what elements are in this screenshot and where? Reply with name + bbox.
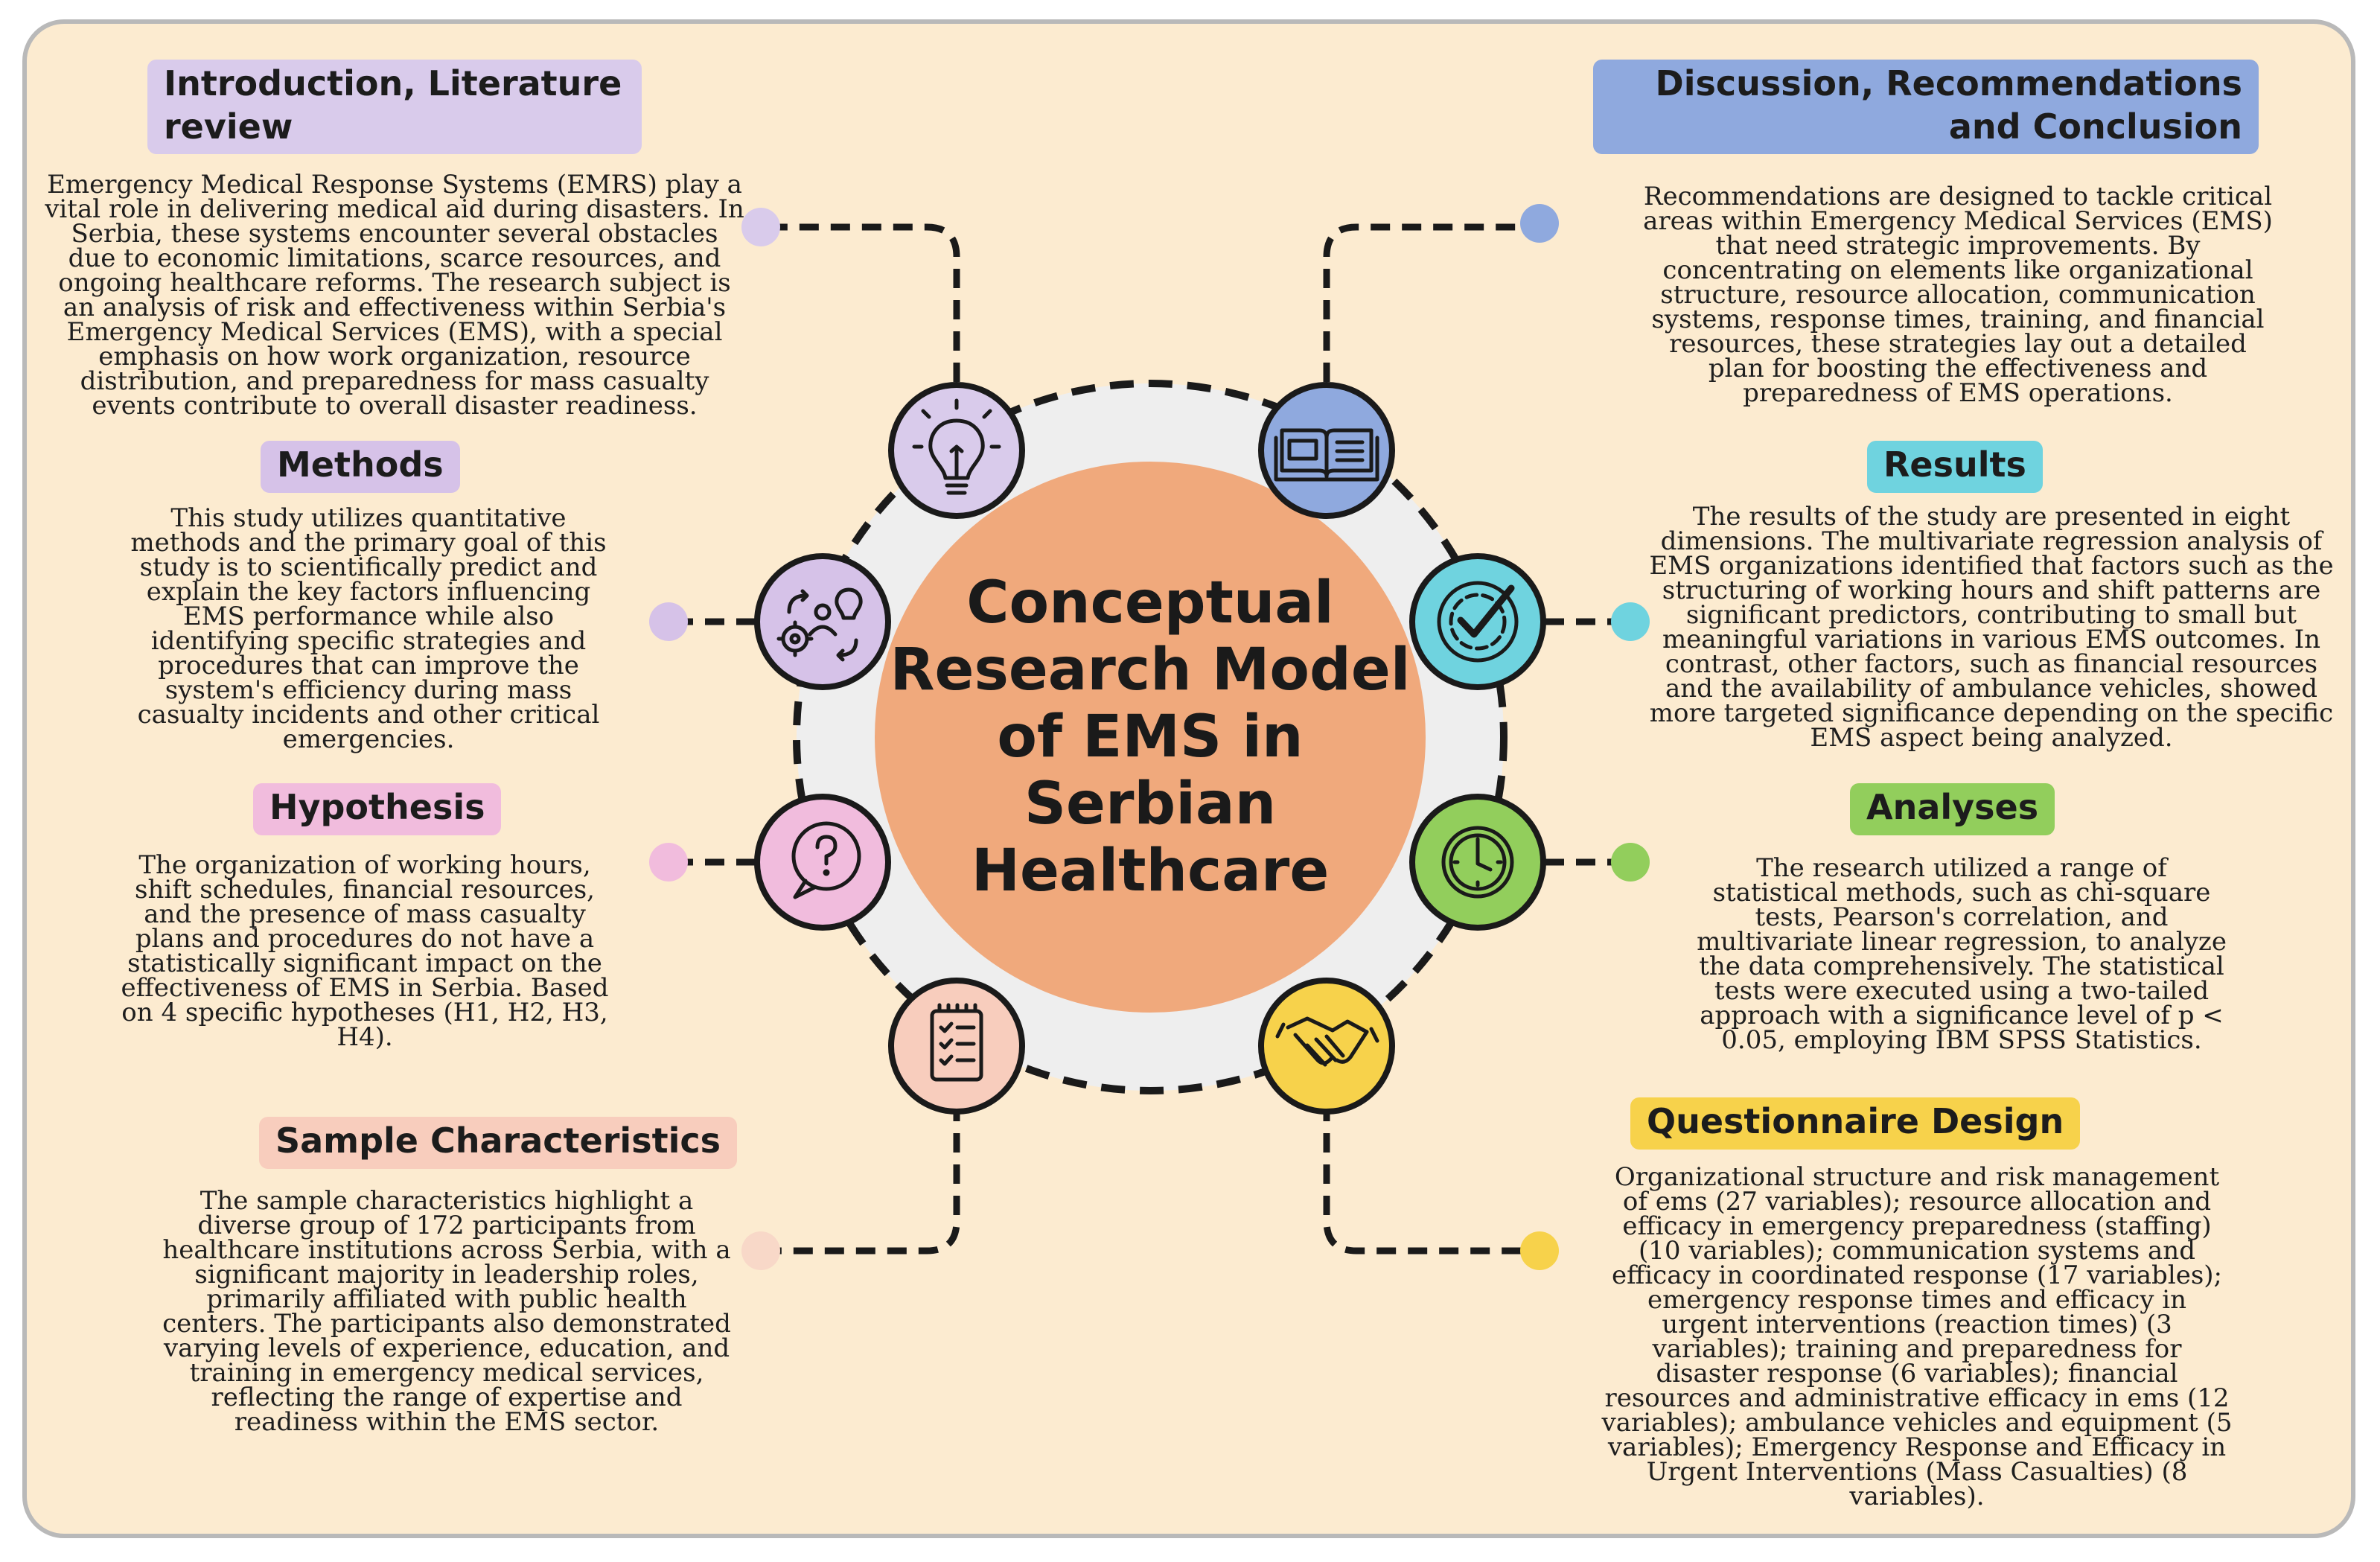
section-title-methods: Methods <box>261 441 460 493</box>
dot-introduction <box>741 208 780 246</box>
dot-results <box>1611 602 1650 641</box>
section-title-discussion: Discussion, Recommendations and Conclusi… <box>1593 60 2259 154</box>
center-title: Conceptual Research Model of EMS in Serb… <box>890 570 1411 905</box>
target-checkmark-icon <box>1437 581 1519 663</box>
section-title-sample: Sample Characteristics <box>259 1117 737 1169</box>
handshake-icon <box>1275 1016 1379 1067</box>
open-book-icon <box>1274 428 1379 482</box>
section-text-questionnaire: Organizational structure and risk manage… <box>1601 1162 2233 1511</box>
section-text-analyses: The research utilized a range of statist… <box>1697 853 2227 1055</box>
node-methods <box>754 553 891 690</box>
section-title-introduction: Introduction, Literature review <box>147 60 642 154</box>
node-questionnaire <box>1258 978 1395 1115</box>
connector-discussion <box>1323 223 1526 413</box>
section-title-analyses: Analyses <box>1850 783 2055 835</box>
section-text-results: The results of the study are presented i… <box>1649 502 2334 753</box>
section-text-introduction: Emergency Medical Response Systems (EMRS… <box>45 170 744 421</box>
dot-hypothesis <box>649 843 688 882</box>
node-hypothesis <box>754 794 891 931</box>
section-title-questionnaire: Questionnaire Design <box>1630 1097 2081 1150</box>
section-text-hypothesis: The organization of working hours, shift… <box>121 850 609 1052</box>
clipboard-list-icon <box>930 1003 983 1082</box>
dot-sample <box>741 1231 780 1270</box>
dot-methods <box>649 602 688 641</box>
section-title-results: Results <box>1867 441 2043 493</box>
section-text-methods: This study utilizes quantitative methods… <box>130 503 607 754</box>
connector-questionnaire <box>1323 1102 1526 1255</box>
section-text-sample: The sample characteristics highlight a d… <box>162 1186 731 1437</box>
connector-introduction <box>774 223 960 413</box>
node-results <box>1409 553 1546 690</box>
lightbulb-icon <box>912 398 1001 495</box>
section-title-hypothesis: Hypothesis <box>253 783 502 835</box>
node-sample <box>888 978 1025 1115</box>
question-speech-bubble-icon <box>791 821 861 899</box>
dot-analyses <box>1611 843 1650 882</box>
section-text-discussion: Recommendations are designed to tackle c… <box>1643 182 2273 408</box>
connector-sample <box>774 1102 960 1255</box>
dot-discussion <box>1520 204 1559 243</box>
dot-questionnaire <box>1520 1231 1559 1270</box>
gears-idea-person-icon <box>776 587 863 662</box>
center-circle <box>875 462 1426 1013</box>
clock-icon <box>1441 826 1514 899</box>
